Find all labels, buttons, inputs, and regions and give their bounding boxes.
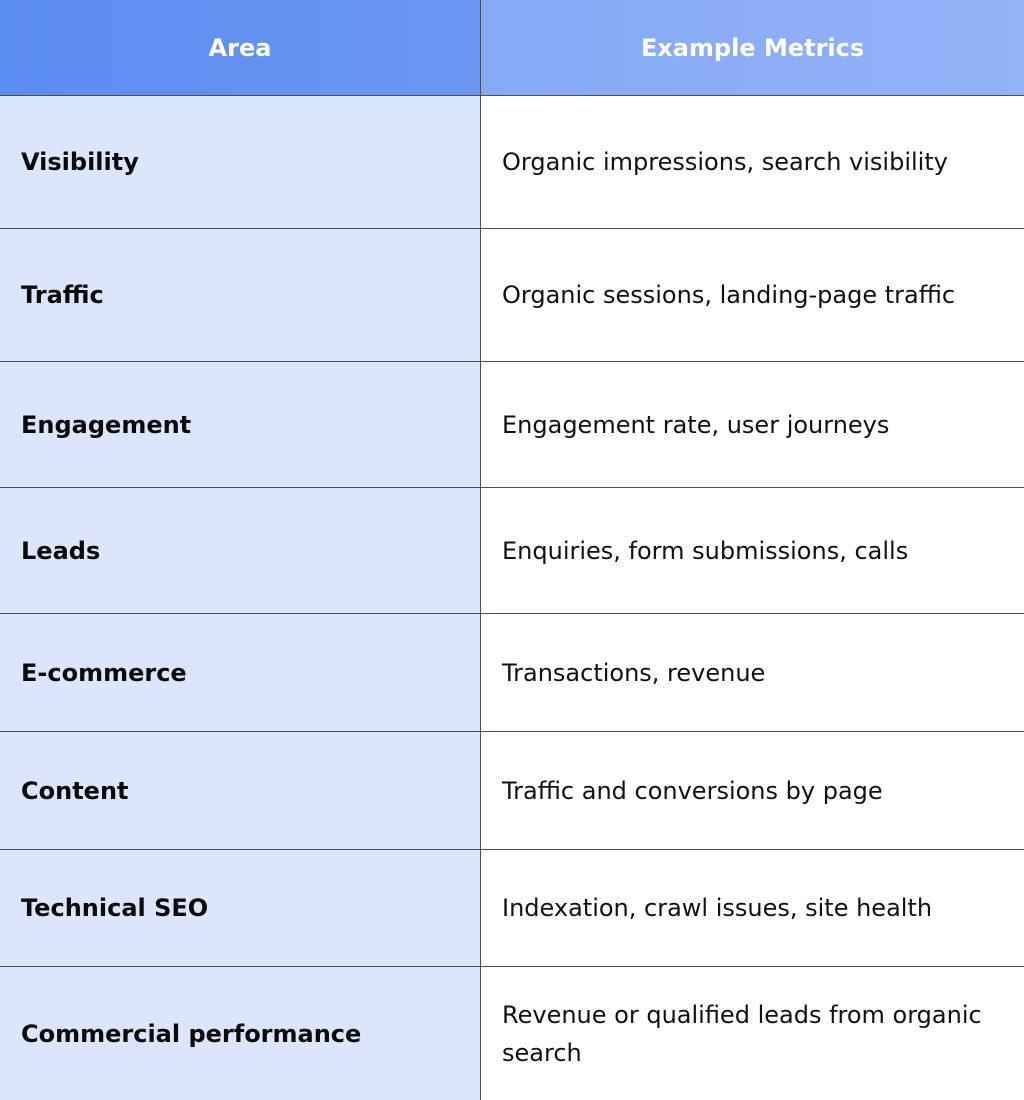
area-cell-visibility: Visibility <box>0 96 481 229</box>
metrics-cell-commercial-performance: Revenue or qualified leads from organic … <box>481 967 1024 1100</box>
area-cell-technical-seo: Technical SEO <box>0 850 481 967</box>
area-cell-leads: Leads <box>0 488 481 614</box>
metrics-cell-visibility: Organic impressions, search visibility <box>481 96 1024 229</box>
column-header-area: Area <box>0 0 481 96</box>
area-cell-commercial-performance: Commercial performance <box>0 967 481 1100</box>
metrics-cell-content: Traffic and conversions by page <box>481 732 1024 850</box>
metrics-cell-traffic: Organic sessions, landing-page traffic <box>481 229 1024 362</box>
area-cell-traffic: Traffic <box>0 229 481 362</box>
column-header-example-metrics: Example Metrics <box>481 0 1024 96</box>
metrics-cell-technical-seo: Indexation, crawl issues, site health <box>481 850 1024 967</box>
area-cell-e-commerce: E-commerce <box>0 614 481 732</box>
area-cell-engagement: Engagement <box>0 362 481 488</box>
area-cell-content: Content <box>0 732 481 850</box>
metrics-cell-e-commerce: Transactions, revenue <box>481 614 1024 732</box>
metrics-cell-engagement: Engagement rate, user journeys <box>481 362 1024 488</box>
metrics-cell-leads: Enquiries, form submissions, calls <box>481 488 1024 614</box>
